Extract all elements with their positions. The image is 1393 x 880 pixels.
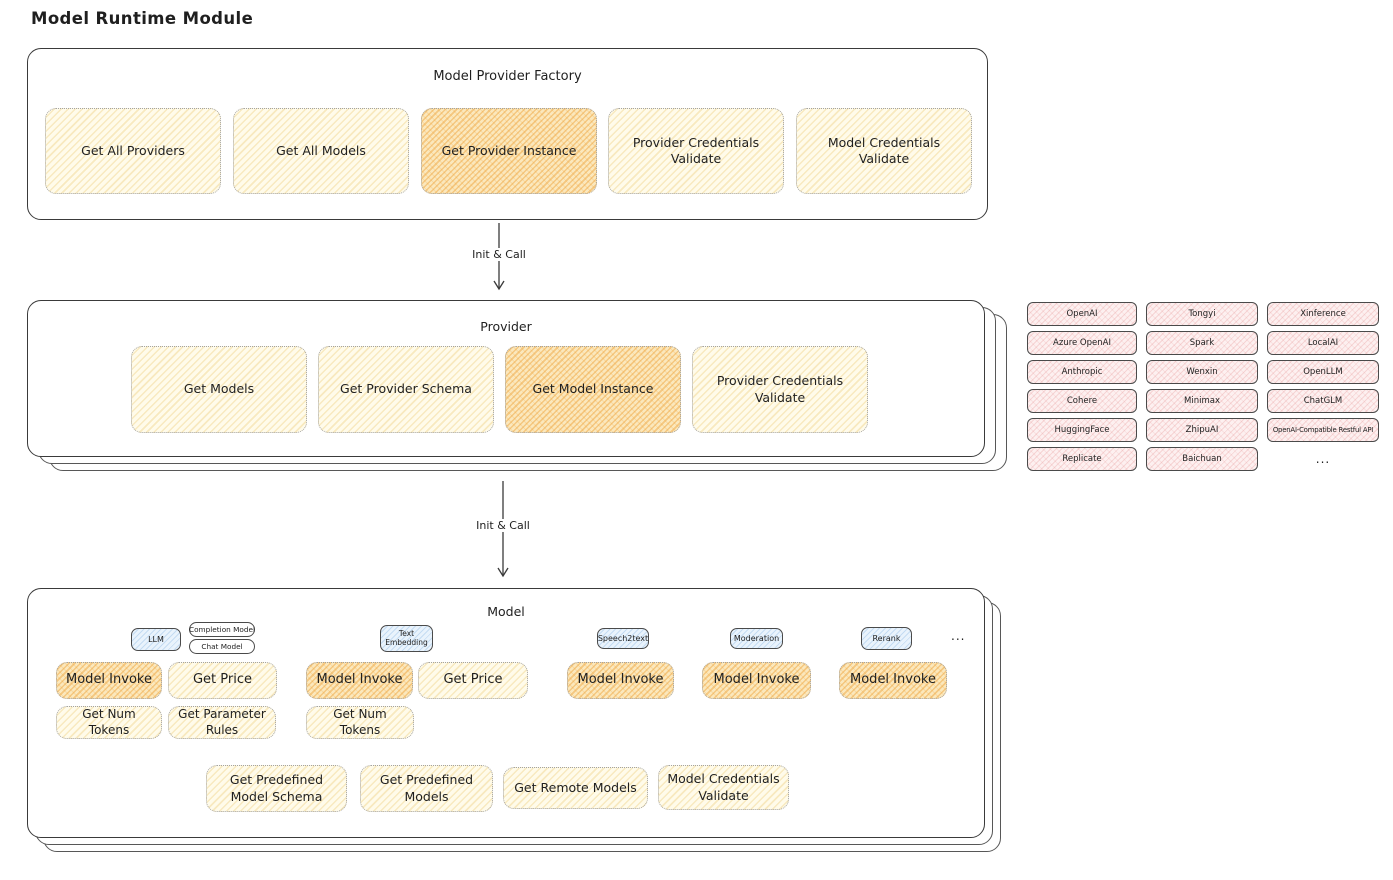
factory-panel: Model Provider Factory Get All Providers… — [27, 48, 988, 220]
node-get-price-embedding: Get Price — [418, 662, 528, 699]
provider-chip: Anthropic — [1027, 360, 1137, 384]
node-model-invoke-moderation: Model Invoke — [702, 662, 811, 699]
node-model-credentials-validate-2: Model Credentials Validate — [658, 765, 789, 810]
node-get-parameter-rules: Get Parameter Rules — [168, 706, 276, 739]
provider-chip: OpenLLM — [1267, 360, 1379, 384]
providers-more-ellipsis: ... — [1315, 452, 1331, 466]
node-model-credentials-validate: Model Credentials Validate — [796, 108, 972, 194]
tag-speech2text: Speech2text — [597, 628, 649, 649]
provider-title: Provider — [480, 319, 532, 334]
node-model-invoke-llm: Model Invoke — [56, 662, 162, 699]
provider-chip: HuggingFace — [1027, 418, 1137, 442]
provider-chip: Wenxin — [1146, 360, 1258, 384]
arrow-label-init-call-2: Init & Call — [472, 519, 534, 532]
node-provider-credentials-validate: Provider Credentials Validate — [608, 108, 784, 194]
node-get-all-providers: Get All Providers — [45, 108, 221, 194]
provider-chip: Replicate — [1027, 447, 1137, 471]
node-get-price-llm: Get Price — [168, 662, 277, 699]
provider-chip: Azure OpenAI — [1027, 331, 1137, 355]
tag-rerank: Rerank — [861, 627, 912, 650]
node-get-num-tokens-llm: Get Num Tokens — [56, 706, 162, 739]
tag-completion-model: Completion Model — [189, 622, 255, 637]
provider-chip: OpenAI-Compatible Restful API — [1267, 418, 1379, 442]
provider-chip: Spark — [1146, 331, 1258, 355]
provider-chip: Xinference — [1267, 302, 1379, 326]
node-get-predefined-models: Get Predefined Models — [360, 765, 493, 812]
node-get-remote-models: Get Remote Models — [503, 767, 648, 809]
node-model-invoke-rerank: Model Invoke — [839, 662, 947, 699]
tag-llm: LLM — [131, 628, 181, 651]
model-title: Model — [487, 604, 525, 619]
node-get-model-instance: Get Model Instance — [505, 346, 681, 433]
node-get-models: Get Models — [131, 346, 307, 433]
provider-chip: Cohere — [1027, 389, 1137, 413]
model-tags-more-ellipsis: ... — [951, 629, 966, 643]
provider-chip: OpenAI — [1027, 302, 1137, 326]
node-get-provider-schema: Get Provider Schema — [318, 346, 494, 433]
node-get-num-tokens-embedding: Get Num Tokens — [306, 706, 414, 739]
node-model-invoke-speech2text: Model Invoke — [567, 662, 674, 699]
provider-chip: ChatGLM — [1267, 389, 1379, 413]
page-title: Model Runtime Module — [31, 9, 254, 28]
node-provider-credentials-validate-2: Provider Credentials Validate — [692, 346, 868, 433]
provider-chip: Tongyi — [1146, 302, 1258, 326]
node-model-invoke-embedding: Model Invoke — [306, 662, 413, 699]
provider-chip: ZhipuAI — [1146, 418, 1258, 442]
provider-chip: LocalAI — [1267, 331, 1379, 355]
tag-chat-model: Chat Model — [189, 639, 255, 654]
node-get-predefined-model-schema: Get Predefined Model Schema — [206, 765, 347, 812]
arrow-label-init-call-1: Init & Call — [468, 248, 530, 261]
provider-panel: Provider Get Models Get Provider Schema … — [27, 300, 985, 457]
factory-title: Model Provider Factory — [433, 69, 582, 84]
model-panel: Model LLM Completion Model Chat Model Te… — [27, 588, 985, 838]
tag-text-embedding: Text Embedding — [380, 625, 433, 652]
provider-chip: Baichuan — [1146, 447, 1258, 471]
node-get-provider-instance: Get Provider Instance — [421, 108, 597, 194]
tag-moderation: Moderation — [730, 628, 783, 649]
providers-grid: OpenAI Tongyi Xinference Azure OpenAI Sp… — [1027, 302, 1379, 471]
provider-chip: Minimax — [1146, 389, 1258, 413]
node-get-all-models: Get All Models — [233, 108, 409, 194]
